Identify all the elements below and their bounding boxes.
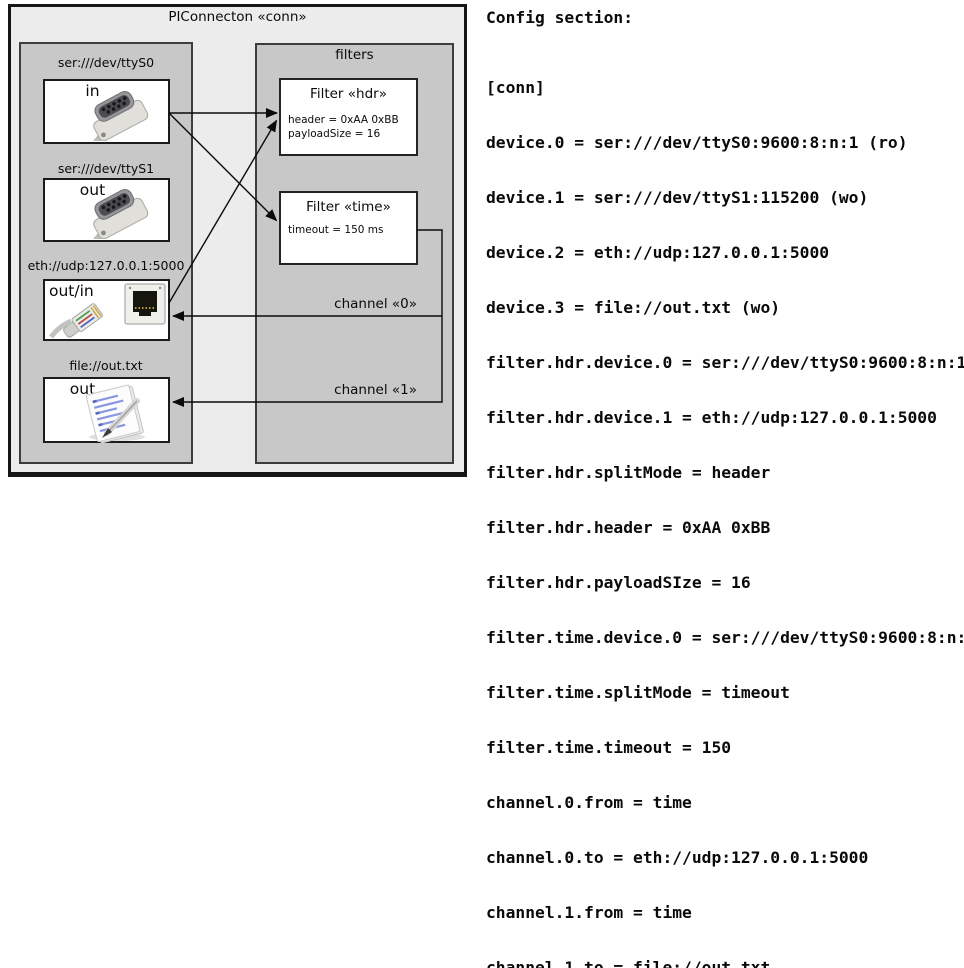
device-role-label: in — [85, 82, 100, 100]
screenshot-root: PIConnecton «conn» filters ser:///dev/tt… — [8, 4, 964, 968]
ethernet-jack-icon — [49, 283, 166, 339]
device-url-label: ser:///dev/ttyS1 — [57, 161, 155, 176]
channel-1-label: channel «1» — [334, 382, 417, 398]
device-url-label: eth://udp:127.0.0.1:5000 — [27, 258, 185, 273]
channel-0-label: channel «0» — [334, 296, 417, 312]
config-line: device.0 = ser:///dev/ttyS0:9600:8:n:1 (… — [486, 132, 908, 152]
config-line: channel.1.to = file://out.txt — [486, 958, 771, 968]
config-heading: Config section: — [486, 8, 634, 27]
config-line: device.2 = eth://udp:127.0.0.1:5000 — [486, 242, 830, 262]
config-line: channel.1.from = time — [486, 903, 692, 923]
device-role-label: out — [79, 181, 106, 199]
notepad-icon — [85, 384, 145, 443]
device-card-file: out — [43, 377, 170, 443]
serial-connector-icon — [91, 189, 149, 239]
config-line: filter.hdr.device.0 = ser:///dev/ttyS0:9… — [486, 352, 964, 372]
piconnecton-title: PIConnecton «conn» — [168, 9, 307, 25]
config-line: device.3 = file://out.txt (wo) — [486, 297, 781, 317]
filter-card-time: Filter «time» timeout = 150 ms — [279, 191, 418, 265]
config-line: channel.0.to = eth://udp:127.0.0.1:5000 — [486, 848, 869, 868]
device-card-eth: out/in — [43, 279, 170, 341]
filters-panel-title: filters — [335, 47, 374, 63]
config-line: filter.hdr.header = 0xAA 0xBB — [486, 517, 771, 537]
device-card-ttyS1: out — [43, 178, 170, 242]
config-line: [conn] — [486, 77, 545, 97]
config-line: filter.hdr.payloadSIze = 16 — [486, 572, 751, 592]
device-card-ttyS0: in — [43, 79, 170, 144]
config-line: filter.hdr.splitMode = header — [486, 462, 771, 482]
filter-attr: header = 0xAA 0xBB — [288, 114, 399, 126]
device-role-label: out — [69, 380, 96, 398]
device-role-label: out/in — [49, 282, 94, 300]
config-text: [conn] device.0 = ser:///dev/ttyS0:9600:… — [486, 42, 964, 968]
filter-title: Filter «time» — [306, 199, 391, 215]
config-line: filter.time.device.0 = ser:///dev/ttyS0:… — [486, 628, 964, 647]
filter-attr: timeout = 150 ms — [288, 224, 384, 236]
device-url-label: file://out.txt — [69, 358, 143, 373]
config-line: filter.hdr.device.1 = eth://udp:127.0.0.… — [486, 407, 937, 427]
filter-title: Filter «hdr» — [310, 86, 387, 102]
config-line: device.1 = ser:///dev/ttyS1:115200 (wo) — [486, 187, 869, 207]
filter-card-hdr: Filter «hdr» header = 0xAA 0xBB payloadS… — [279, 78, 418, 156]
config-line: channel.0.from = time — [486, 793, 692, 813]
serial-connector-icon — [91, 91, 149, 141]
device-url-label: ser:///dev/ttyS0 — [57, 55, 155, 70]
filter-attr: payloadSize = 16 — [288, 128, 381, 140]
config-line: filter.time.splitMode = timeout — [486, 683, 790, 703]
config-line: filter.time.timeout = 150 — [486, 738, 732, 758]
